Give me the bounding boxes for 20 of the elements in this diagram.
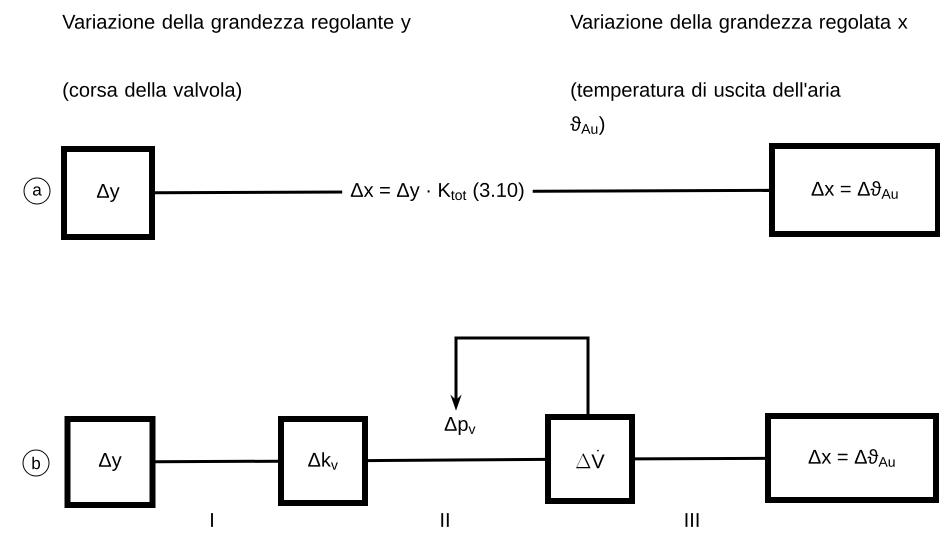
- heading-text: (temperatura di uscita dell'aria ϑ$_{Au}$): [570, 82, 841, 135]
- block-box: Δx = Δϑ$_{Au}$: [769, 143, 940, 237]
- heading-text: Variazione della grandezza regolata x: [570, 14, 908, 33]
- section-numeral: II: [441, 513, 449, 527]
- section-numeral: III: [686, 513, 698, 527]
- connector-line: [156, 460, 278, 464]
- connector-line: [368, 458, 546, 462]
- heading-text: Variazione della grandezza regolante y: [62, 14, 411, 33]
- block-box: Δk$_{v}$: [278, 416, 368, 506]
- section-numeral: I: [211, 513, 213, 527]
- heading-text: (corsa della valvola): [63, 82, 241, 101]
- block-box: Δy: [61, 146, 155, 240]
- block-box: Δy: [64, 416, 156, 508]
- block-box: Δx = Δϑ$_{Au}$: [765, 413, 939, 503]
- circled-letter: a: [24, 178, 50, 204]
- edge-label: Δx = Δy · K$_{tot}$ (3.10): [342, 174, 533, 209]
- signal-label: Δp$_{v}$: [444, 417, 476, 435]
- connector-line: [635, 456, 766, 460]
- circled-letter: b: [22, 450, 50, 476]
- block-box: $\Delta \dot{\mathrm{V}}$: [545, 414, 635, 504]
